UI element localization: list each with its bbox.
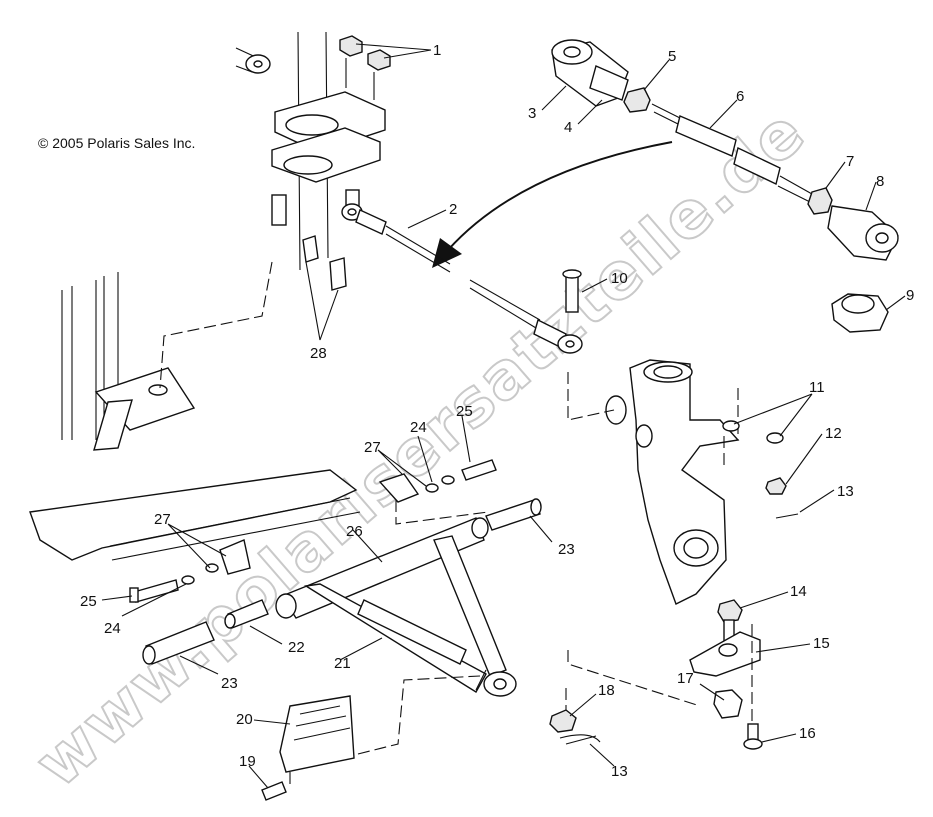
callout-16: 16 [799,725,816,742]
callout-13-lower: 13 [611,763,628,780]
lower-nut-cotter [549,688,601,745]
callout-9: 9 [906,287,914,304]
callout-26: 26 [346,523,363,540]
callout-8: 8 [876,173,884,190]
callout-19: 19 [239,753,256,770]
tie-rod-exploded [551,39,899,261]
callout-14: 14 [790,583,807,600]
bolt-part-10 [562,269,582,313]
callout-21: 21 [334,655,351,672]
callout-17: 17 [677,670,694,687]
callout-25-lower: 25 [80,593,97,610]
callout-27-upper: 27 [364,439,381,456]
callout-10: 10 [611,270,628,287]
callout-3: 3 [528,105,536,122]
leader-lines [101,43,906,789]
callout-27-lower: 27 [154,511,171,528]
callout-22: 22 [288,639,305,656]
callout-23-upper: 23 [558,541,575,558]
a-arm [29,469,517,697]
tie-rod-assembled [341,203,583,354]
callout-5: 5 [668,48,676,65]
callout-6: 6 [736,88,744,105]
callout-23-lower: 23 [221,675,238,692]
callout-28: 28 [310,345,327,362]
callout-20: 20 [236,711,253,728]
copyright-text: © 2005 Polaris Sales Inc. [38,135,195,151]
callout-labels: 1 2 3 4 5 6 7 8 9 10 11 12 13 13 14 15 1… [80,42,914,780]
spindle-knuckle [567,359,740,605]
callout-18: 18 [598,682,615,699]
ball-joint-assembly [567,599,763,750]
callout-25-upper: 25 [456,403,473,420]
frame-rails-left [61,261,273,451]
watermark-text: www.polarisersatzteile.de [22,95,820,802]
bushing-part-9 [831,293,889,333]
callout-1: 1 [433,42,441,59]
skid-plate [261,675,481,801]
callout-12: 12 [825,425,842,442]
callout-7: 7 [846,153,854,170]
callout-4: 4 [564,119,572,136]
callout-24-upper: 24 [410,419,427,436]
a-arm-hardware [129,459,542,665]
callout-2: 2 [449,201,457,218]
callout-11: 11 [809,379,825,396]
callout-13-upper: 13 [837,483,854,500]
steering-post-assembly [235,31,391,291]
callout-24-lower: 24 [104,620,121,637]
callout-15: 15 [813,635,830,652]
spindle-hardware [722,420,799,519]
assembly-arrow [432,141,673,268]
